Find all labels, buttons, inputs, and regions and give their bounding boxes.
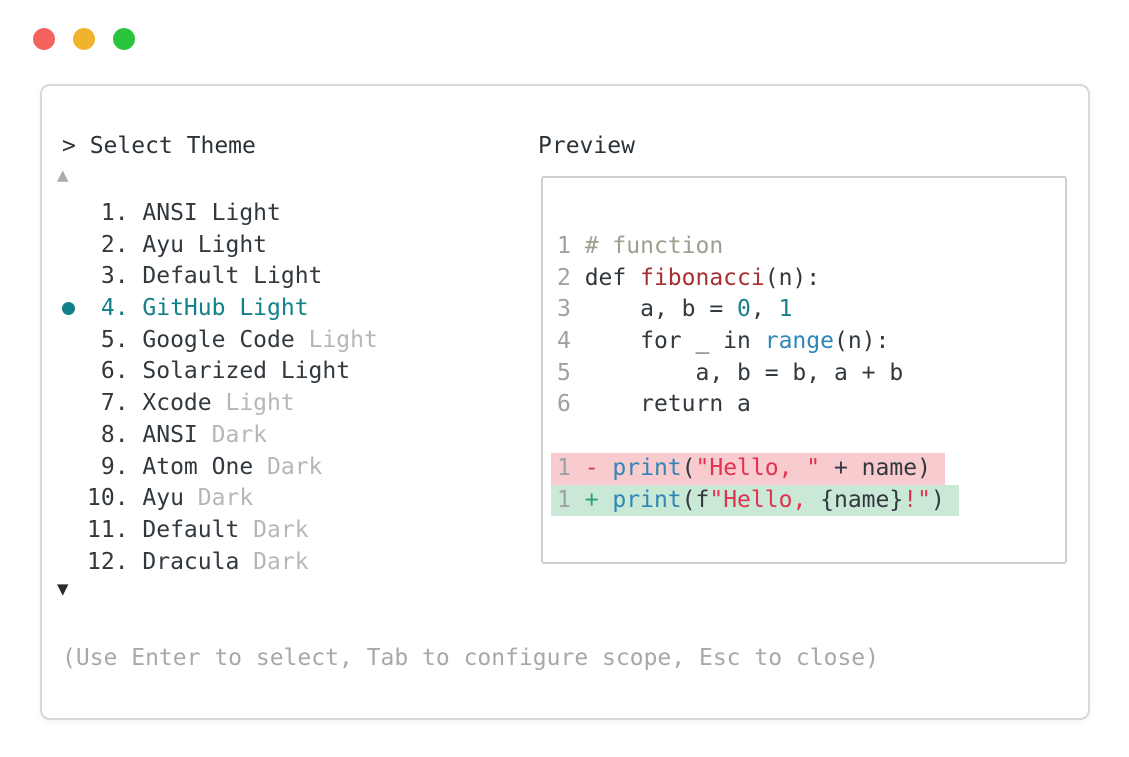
code-line: 5 a, b = b, a + b bbox=[557, 359, 904, 386]
theme-label: 9. Atom One Dark bbox=[87, 453, 323, 480]
code-line: 1 - print("Hello, " + name) bbox=[551, 452, 959, 485]
theme-list-item[interactable]: 6. Solarized Light bbox=[87, 356, 378, 388]
theme-label: 10. Ayu Dark bbox=[87, 485, 254, 512]
theme-picker-window: > Select Theme Preview ▲ 1. ANSI Light 2… bbox=[40, 84, 1090, 720]
diff-added-highlight: 1 + print(f"Hello, {name}!") bbox=[551, 484, 959, 517]
theme-list-item[interactable]: 2. Ayu Light bbox=[87, 230, 378, 262]
code-preview-panel: 1 # function 2 def fibonacci(n): 3 a, b = … bbox=[541, 176, 1067, 564]
code-block: 1 # function 2 def fibonacci(n): 3 a, b = … bbox=[551, 231, 959, 517]
theme-list-item[interactable]: 9. Atom One Dark bbox=[87, 452, 378, 484]
code-line: 4 for _ in range(n): bbox=[557, 328, 890, 355]
theme-label: 8. ANSI Dark bbox=[87, 421, 268, 448]
diff-removed-highlight: 1 - print("Hello, " + name) bbox=[551, 452, 945, 485]
code-line: 1 + print(f"Hello, {name}!") bbox=[551, 484, 959, 517]
theme-label: 7. Xcode Light bbox=[87, 390, 295, 417]
select-theme-prompt: > Select Theme bbox=[62, 133, 256, 159]
theme-list-item[interactable]: 5. Google Code Light bbox=[87, 325, 378, 357]
theme-label: 2. Ayu Light bbox=[87, 231, 268, 258]
theme-list-item[interactable]: 1. ANSI Light bbox=[87, 198, 378, 230]
theme-list-item[interactable]: 10. Ayu Dark bbox=[87, 483, 378, 515]
scroll-up-icon[interactable]: ▲ bbox=[57, 164, 69, 186]
theme-label: 6. Solarized Light bbox=[87, 358, 351, 385]
theme-list-item[interactable]: 3. Default Light bbox=[87, 261, 378, 293]
code-line: 2 def fibonacci(n): bbox=[557, 264, 821, 291]
scroll-down-icon[interactable]: ▼ bbox=[57, 578, 69, 600]
theme-list-item[interactable]: 8. ANSI Dark bbox=[87, 420, 378, 452]
theme-list-item[interactable]: 7. Xcode Light bbox=[87, 388, 378, 420]
code-blank-line bbox=[557, 421, 959, 453]
preview-heading: Preview bbox=[538, 133, 635, 159]
code-line: 3 a, b = 0, 1 bbox=[557, 296, 793, 323]
theme-list-item[interactable]: 12. Dracula Dark bbox=[87, 547, 378, 579]
theme-label: 1. ANSI Light bbox=[87, 200, 281, 226]
theme-list: 1. ANSI Light 2. Ayu Light 3. Default Li… bbox=[62, 198, 378, 579]
theme-label: 5. Google Code Light bbox=[87, 326, 378, 353]
theme-label: 11. Default Dark bbox=[87, 516, 309, 543]
close-button[interactable] bbox=[33, 28, 55, 50]
selected-bullet-icon bbox=[62, 302, 75, 316]
window-controls bbox=[33, 28, 135, 50]
theme-list-item[interactable]: 4. GitHub Light bbox=[62, 293, 378, 325]
keyboard-hints: (Use Enter to select, Tab to configure s… bbox=[62, 645, 879, 671]
minimize-button[interactable] bbox=[73, 28, 95, 50]
theme-list-item[interactable]: 11. Default Dark bbox=[87, 515, 378, 547]
theme-label: 3. Default Light bbox=[87, 263, 323, 290]
theme-label: 4. GitHub Light bbox=[87, 295, 309, 322]
code-line: 6 return a bbox=[557, 391, 751, 418]
code-line: 1 # function bbox=[557, 233, 724, 259]
maximize-button[interactable] bbox=[113, 28, 135, 50]
theme-label: 12. Dracula Dark bbox=[87, 548, 309, 575]
